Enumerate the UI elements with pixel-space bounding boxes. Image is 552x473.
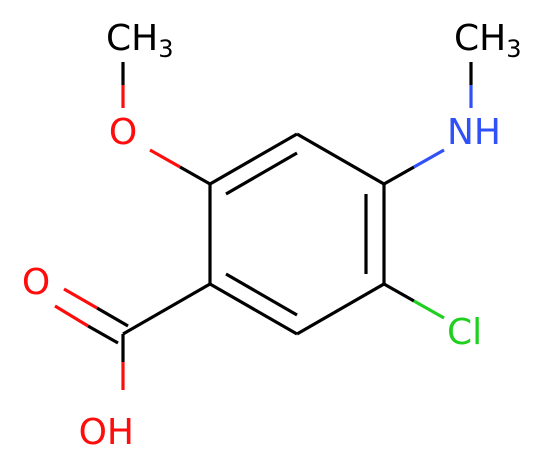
atom-ch3-top-left-main: CH [106, 18, 158, 59]
bond-c-o-methoxy-carbon-half [179, 165, 211, 186]
atom-ch3-top-right-subscript: 3 [506, 35, 521, 63]
atom-o-carbonyl: O [22, 262, 50, 303]
bonds [54, 62, 473, 390]
atom-ch3-top-right-main: CH [454, 18, 506, 59]
atom-nh: NH [447, 112, 501, 153]
bond-ring-carboxyl-carbon [122, 282, 211, 336]
atom-o-methoxy: O [109, 112, 137, 153]
bond-c-n-nitrogen-half [413, 148, 445, 169]
bond-ring-top-upper-left [209, 132, 298, 186]
bond-ring-top-upper-left-inner [225, 151, 298, 196]
bond-c-o-double-2-oxygen-half [54, 304, 89, 328]
atom-oh: OH [79, 412, 134, 453]
bond-ring-top-upper-right [296, 132, 385, 186]
bond-c-o-double-1-oxygen-half [63, 287, 98, 310]
atom-labels: CH3 O NH CH3 O Cl OH [22, 18, 522, 453]
bond-ring-bottom-left-inner [225, 272, 298, 317]
bond-c-o-methoxy-oxygen-half [149, 148, 181, 169]
bond-c-o-double-2-carbon-half [87, 324, 119, 345]
bond-ring-bottom-right [296, 282, 385, 336]
atom-cl: Cl [447, 312, 482, 353]
bond-ring-bottom-left [209, 282, 298, 336]
atom-ch3-top-right: CH3 [454, 18, 522, 63]
bond-c-n-carbon-half [383, 165, 415, 186]
bond-c-o-double-1-carbon-half [96, 306, 129, 328]
atom-ch3-top-left-subscript: 3 [158, 35, 173, 63]
atom-ch3-top-left: CH3 [106, 18, 174, 63]
bond-c-cl-carbon-half [383, 282, 415, 303]
bond-c-cl-chlorine-half [413, 299, 445, 320]
